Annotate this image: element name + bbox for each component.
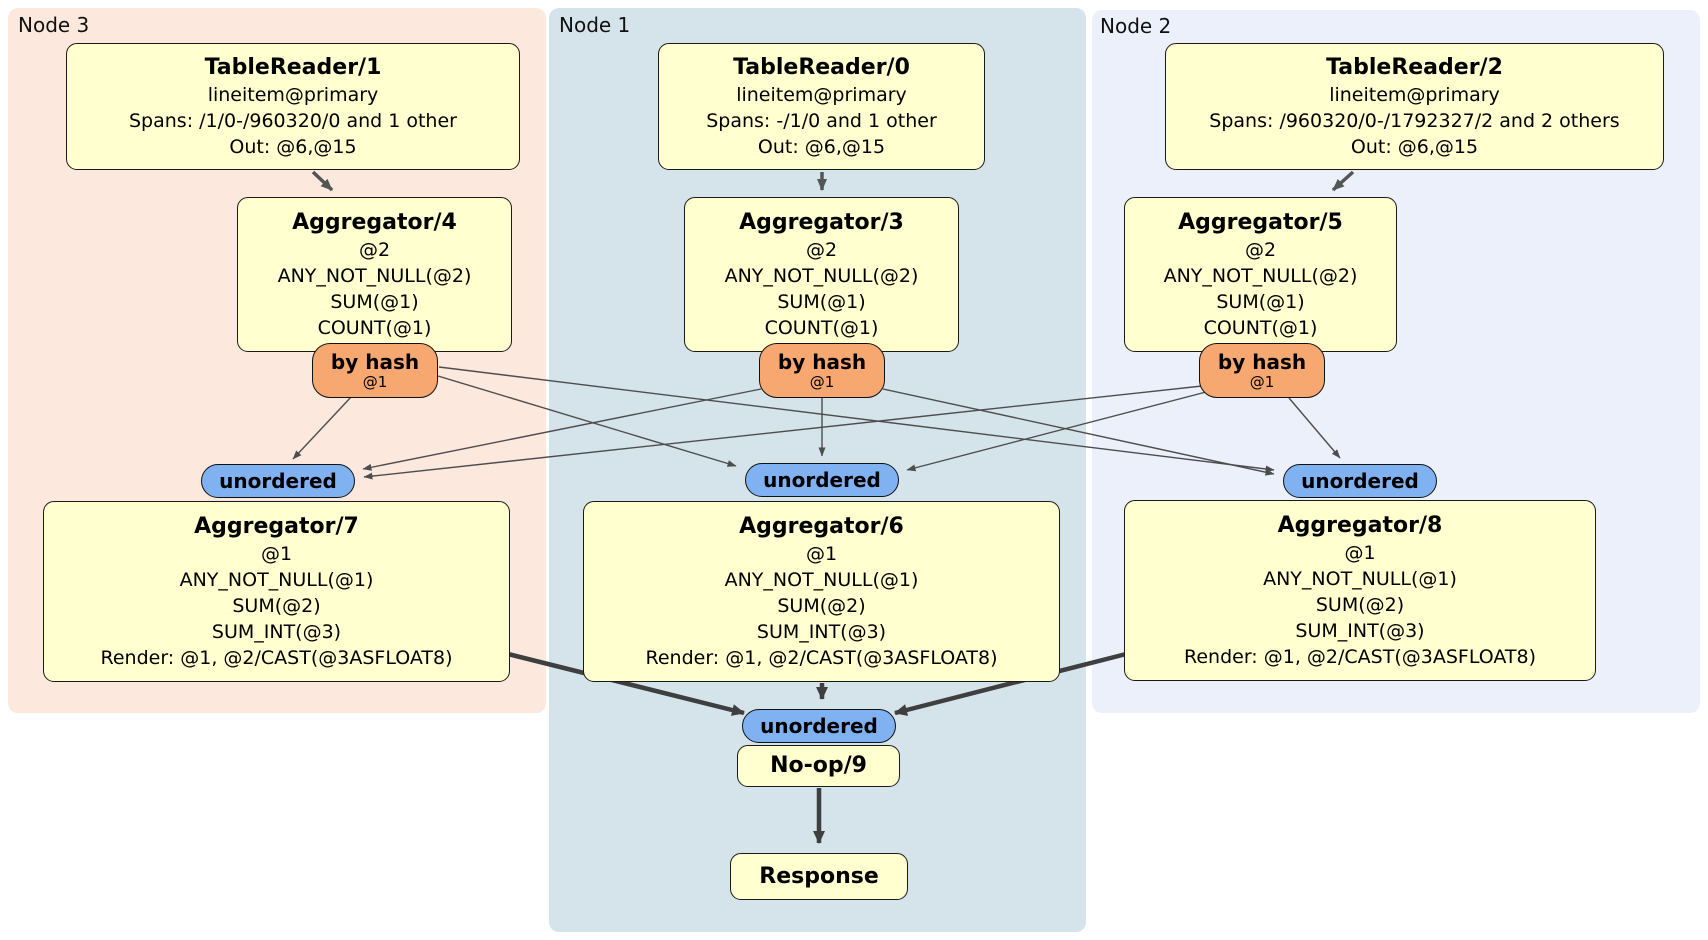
processor-title: TableReader/2 <box>1326 54 1503 80</box>
processor-noop-9: No-op/9 <box>737 745 900 787</box>
processor-title: Aggregator/6 <box>739 513 904 539</box>
processor-line: @1 <box>260 542 293 565</box>
stream-unordered-final: unordered <box>742 709 896 743</box>
processor-aggregator-6: Aggregator/6 @1 ANY_NOT_NULL(@1) SUM(@2)… <box>583 501 1060 682</box>
stream-label: unordered <box>763 468 881 492</box>
processor-line: SUM_INT(@3) <box>211 620 342 643</box>
processor-line: Spans: /1/0-/960320/0 and 1 other <box>129 109 457 132</box>
edge-bh2-u1 <box>362 388 762 471</box>
processor-line: ANY_NOT_NULL(@2) <box>1163 264 1358 287</box>
edge-agg8-ufinal <box>894 649 1135 716</box>
stream-label: unordered <box>1301 469 1419 493</box>
processor-title: Aggregator/3 <box>739 209 904 235</box>
processor-line: Out: @6,@15 <box>1350 135 1479 158</box>
edge-bh3-u2 <box>906 391 1207 472</box>
processor-title: TableReader/1 <box>204 54 382 80</box>
stream-label: unordered <box>219 469 337 493</box>
edge-bh3-u1 <box>363 385 1203 480</box>
region-label-node1: Node 1 <box>559 13 631 37</box>
processor-line: SUM(@2) <box>1315 593 1405 616</box>
edge-tr1-agg4 <box>311 170 334 192</box>
stream-label: unordered <box>760 714 878 738</box>
processor-tablereader-2: TableReader/2 lineitem@primary Spans: /9… <box>1165 43 1664 170</box>
processor-line: Render: @1, @2/CAST(@3ASFLOAT8) <box>645 646 998 669</box>
edge-agg7-ufinal <box>499 649 745 716</box>
processor-aggregator-4: Aggregator/4 @2 ANY_NOT_NULL(@2) SUM(@1)… <box>237 197 512 352</box>
processor-line: Spans: -/1/0 and 1 other <box>706 109 937 132</box>
response-node: Response <box>730 853 908 900</box>
processor-title: Aggregator/7 <box>194 513 359 539</box>
processor-line: ANY_NOT_NULL(@1) <box>1263 567 1457 590</box>
router-detail: @1 <box>809 372 835 391</box>
processor-line: Render: @1, @2/CAST(@3ASFLOAT8) <box>100 646 453 669</box>
router-label: by hash <box>1217 349 1307 374</box>
processor-tablereader-1: TableReader/1 lineitem@primary Spans: /1… <box>66 43 520 170</box>
processor-title: TableReader/0 <box>733 54 910 80</box>
processor-line: lineitem@primary <box>1329 83 1500 106</box>
edge-bh2-u3 <box>882 388 1275 476</box>
router-by-hash-node2: by hash @1 <box>1199 343 1325 398</box>
router-label: by hash <box>330 349 420 374</box>
edge-tr2-agg5 <box>1331 170 1355 192</box>
processor-line: COUNT(@1) <box>764 316 879 339</box>
edge-bh1-u2 <box>437 375 737 467</box>
processor-line: @2 <box>358 238 391 261</box>
edge-bh1-u1 <box>292 395 353 460</box>
processor-line: COUNT(@1) <box>317 316 432 339</box>
processor-tablereader-0: TableReader/0 lineitem@primary Spans: -/… <box>658 43 985 170</box>
processor-title: No-op/9 <box>770 753 867 778</box>
processor-line: SUM(@1) <box>330 290 419 313</box>
processor-line: SUM_INT(@3) <box>756 620 887 643</box>
processor-line: @2 <box>1244 238 1277 261</box>
processor-line: SUM(@1) <box>777 290 866 313</box>
processor-line: @2 <box>805 238 838 261</box>
processor-line: @1 <box>1344 541 1376 564</box>
processor-line: lineitem@primary <box>207 83 379 106</box>
processor-aggregator-8: Aggregator/8 @1 ANY_NOT_NULL(@1) SUM(@2)… <box>1124 500 1596 681</box>
stream-unordered-node2: unordered <box>1283 464 1437 498</box>
processor-line: Out: @6,@15 <box>757 135 886 158</box>
region-label-node3: Node 3 <box>18 13 90 37</box>
processor-line: Spans: /960320/0-/1792327/2 and 2 others <box>1209 109 1620 132</box>
processor-line: Out: @6,@15 <box>229 135 357 158</box>
processor-line: Render: @1, @2/CAST(@3ASFLOAT8) <box>1184 645 1536 668</box>
processor-line: ANY_NOT_NULL(@1) <box>179 568 374 591</box>
processor-title: Aggregator/8 <box>1277 512 1443 538</box>
router-detail: @1 <box>1249 372 1275 391</box>
processor-line: ANY_NOT_NULL(@2) <box>277 264 472 287</box>
region-label-node2: Node 2 <box>1100 14 1172 38</box>
processor-line: ANY_NOT_NULL(@2) <box>724 264 919 287</box>
processor-line: lineitem@primary <box>736 83 907 106</box>
router-by-hash-node3: by hash @1 <box>312 343 438 398</box>
processor-aggregator-3: Aggregator/3 @2 ANY_NOT_NULL(@2) SUM(@1)… <box>684 197 959 352</box>
router-detail: @1 <box>362 372 388 391</box>
edge-bh3-u3 <box>1288 397 1341 459</box>
processor-title: Aggregator/5 <box>1178 209 1343 235</box>
router-label: by hash <box>777 349 867 374</box>
processor-title: Response <box>759 863 879 889</box>
processor-line: @1 <box>805 542 838 565</box>
processor-line: SUM(@2) <box>232 594 321 617</box>
processor-line: COUNT(@1) <box>1203 316 1318 339</box>
processor-title: Aggregator/4 <box>292 209 457 235</box>
processor-aggregator-7: Aggregator/7 @1 ANY_NOT_NULL(@1) SUM(@2)… <box>43 501 510 682</box>
router-by-hash-node1: by hash @1 <box>759 343 885 398</box>
processor-line: SUM_INT(@3) <box>1295 619 1425 642</box>
processor-aggregator-5: Aggregator/5 @2 ANY_NOT_NULL(@2) SUM(@1)… <box>1124 197 1397 352</box>
stream-unordered-node3: unordered <box>201 464 355 498</box>
stream-unordered-node1: unordered <box>745 463 899 497</box>
edge-bh1-u3 <box>438 366 1275 473</box>
processor-line: SUM(@2) <box>777 594 866 617</box>
processor-line: SUM(@1) <box>1216 290 1305 313</box>
processor-line: ANY_NOT_NULL(@1) <box>724 568 919 591</box>
